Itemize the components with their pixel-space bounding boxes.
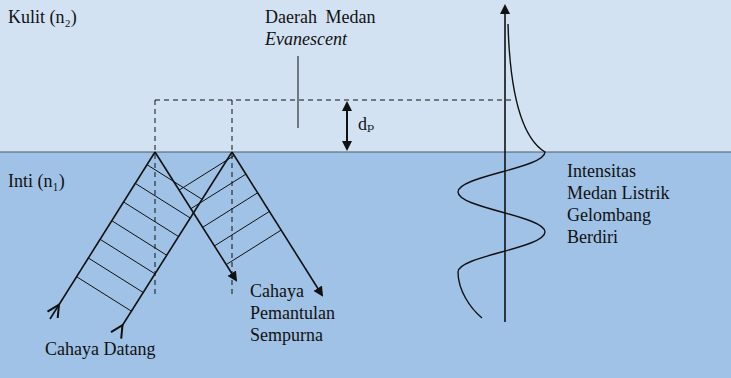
annotation-label: dₚ [358,113,374,135]
boundary-line [0,152,731,153]
depth-arrow [346,103,348,149]
ray-line [50,152,155,319]
incident-beam [48,152,233,339]
beam-hatching [179,155,281,264]
ray-line [232,152,322,295]
hatch-line [100,239,155,274]
dashed-line [155,100,515,101]
ray-line [123,152,233,325]
annotation-label: Cahaya Datang [45,338,155,360]
hatch-line [88,258,143,293]
leader-line [298,56,299,128]
annotation-label: Cahaya Pemantulan Sempurna [250,280,352,346]
ray-arrowhead [111,325,123,338]
field-curve [458,24,545,318]
hatch-line [124,202,179,237]
annotation-label: Daerah Medan [265,6,375,28]
hatch-line [179,155,234,190]
hatch-line [112,221,167,256]
hatch-line [191,174,246,209]
hatch-line [214,211,269,246]
region-label: Kulit (n₂) [8,6,77,28]
annotation-label: Evanescent [265,28,347,50]
beam-hatching [77,165,202,312]
hatch-line [202,193,257,228]
annotation-label: Intensitas Medan Listrik Gelombang Berdi… [567,160,685,248]
dashed-line [155,100,156,295]
ray-line [155,152,236,280]
region-label: Inti (n₁) [8,170,65,192]
ray-arrowhead [48,305,60,318]
intensity-axis [504,6,506,322]
hatch-line [226,230,281,265]
dashed-line [232,100,233,295]
hatch-line [77,277,132,312]
reflected-beam [155,152,322,295]
